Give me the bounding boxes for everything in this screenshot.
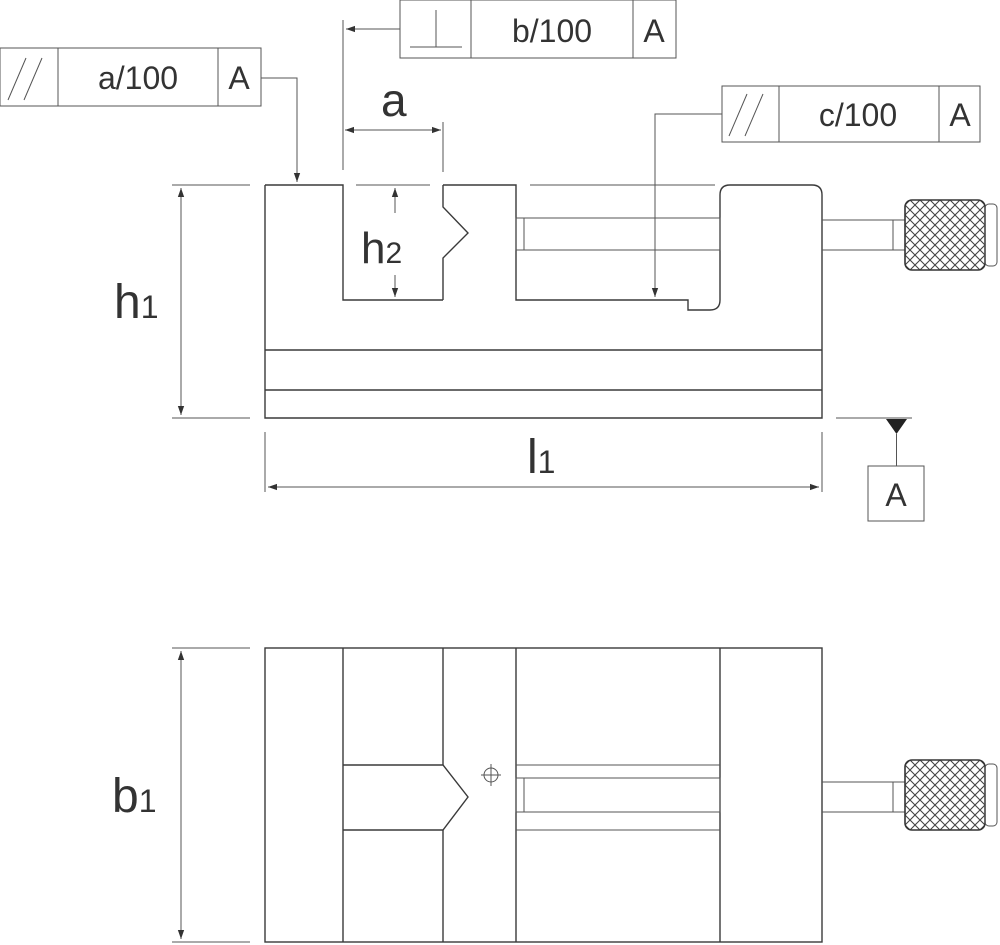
fcf-parallel-c: c/100 A <box>651 85 981 297</box>
datum-box <box>867 465 925 522</box>
top-view <box>264 647 998 943</box>
leader-c <box>651 113 722 297</box>
a-label: a <box>381 74 407 126</box>
datum-label: A <box>885 477 907 513</box>
v-slot-outline <box>343 764 469 831</box>
screw-thread <box>515 217 721 251</box>
screw-thread-top <box>515 777 721 813</box>
tolerance-b-datum: A <box>643 13 665 49</box>
h2-label: h2 <box>361 224 402 273</box>
parallelism-icon <box>728 93 764 137</box>
b1-label: b1 <box>112 770 157 823</box>
fcf-perpendicular-b: b/100 A <box>346 0 677 59</box>
center-mark-icon <box>481 764 501 786</box>
datum-triangle <box>886 419 907 434</box>
leader-a <box>261 77 301 182</box>
front-dimensions: h1 h2 a l1 A <box>114 20 925 522</box>
perpendicularity-icon <box>410 10 462 48</box>
vise-body-outline <box>264 184 823 419</box>
tolerance-c-datum: A <box>949 97 971 133</box>
tolerance-a-datum: A <box>228 60 250 96</box>
tolerance-a-value: a/100 <box>98 60 178 96</box>
movable-jaw-outline <box>442 185 469 300</box>
tolerance-c-value: c/100 <box>819 97 897 133</box>
knob-cap-top <box>984 763 998 827</box>
l1-label: l1 <box>527 431 555 484</box>
h1-label: h1 <box>114 276 159 329</box>
parallelism-icon <box>7 57 43 101</box>
knurled-knob-top <box>904 759 986 831</box>
knurled-knob <box>904 199 986 271</box>
fixed-jaw-outline <box>265 184 443 301</box>
knob-cap <box>984 203 998 267</box>
front-view <box>264 184 998 419</box>
b1-dimension: b1 <box>112 647 250 943</box>
tolerance-b-value: b/100 <box>512 13 592 49</box>
top-view-outline <box>264 647 823 943</box>
fcf-parallel-a: a/100 A <box>0 47 301 182</box>
